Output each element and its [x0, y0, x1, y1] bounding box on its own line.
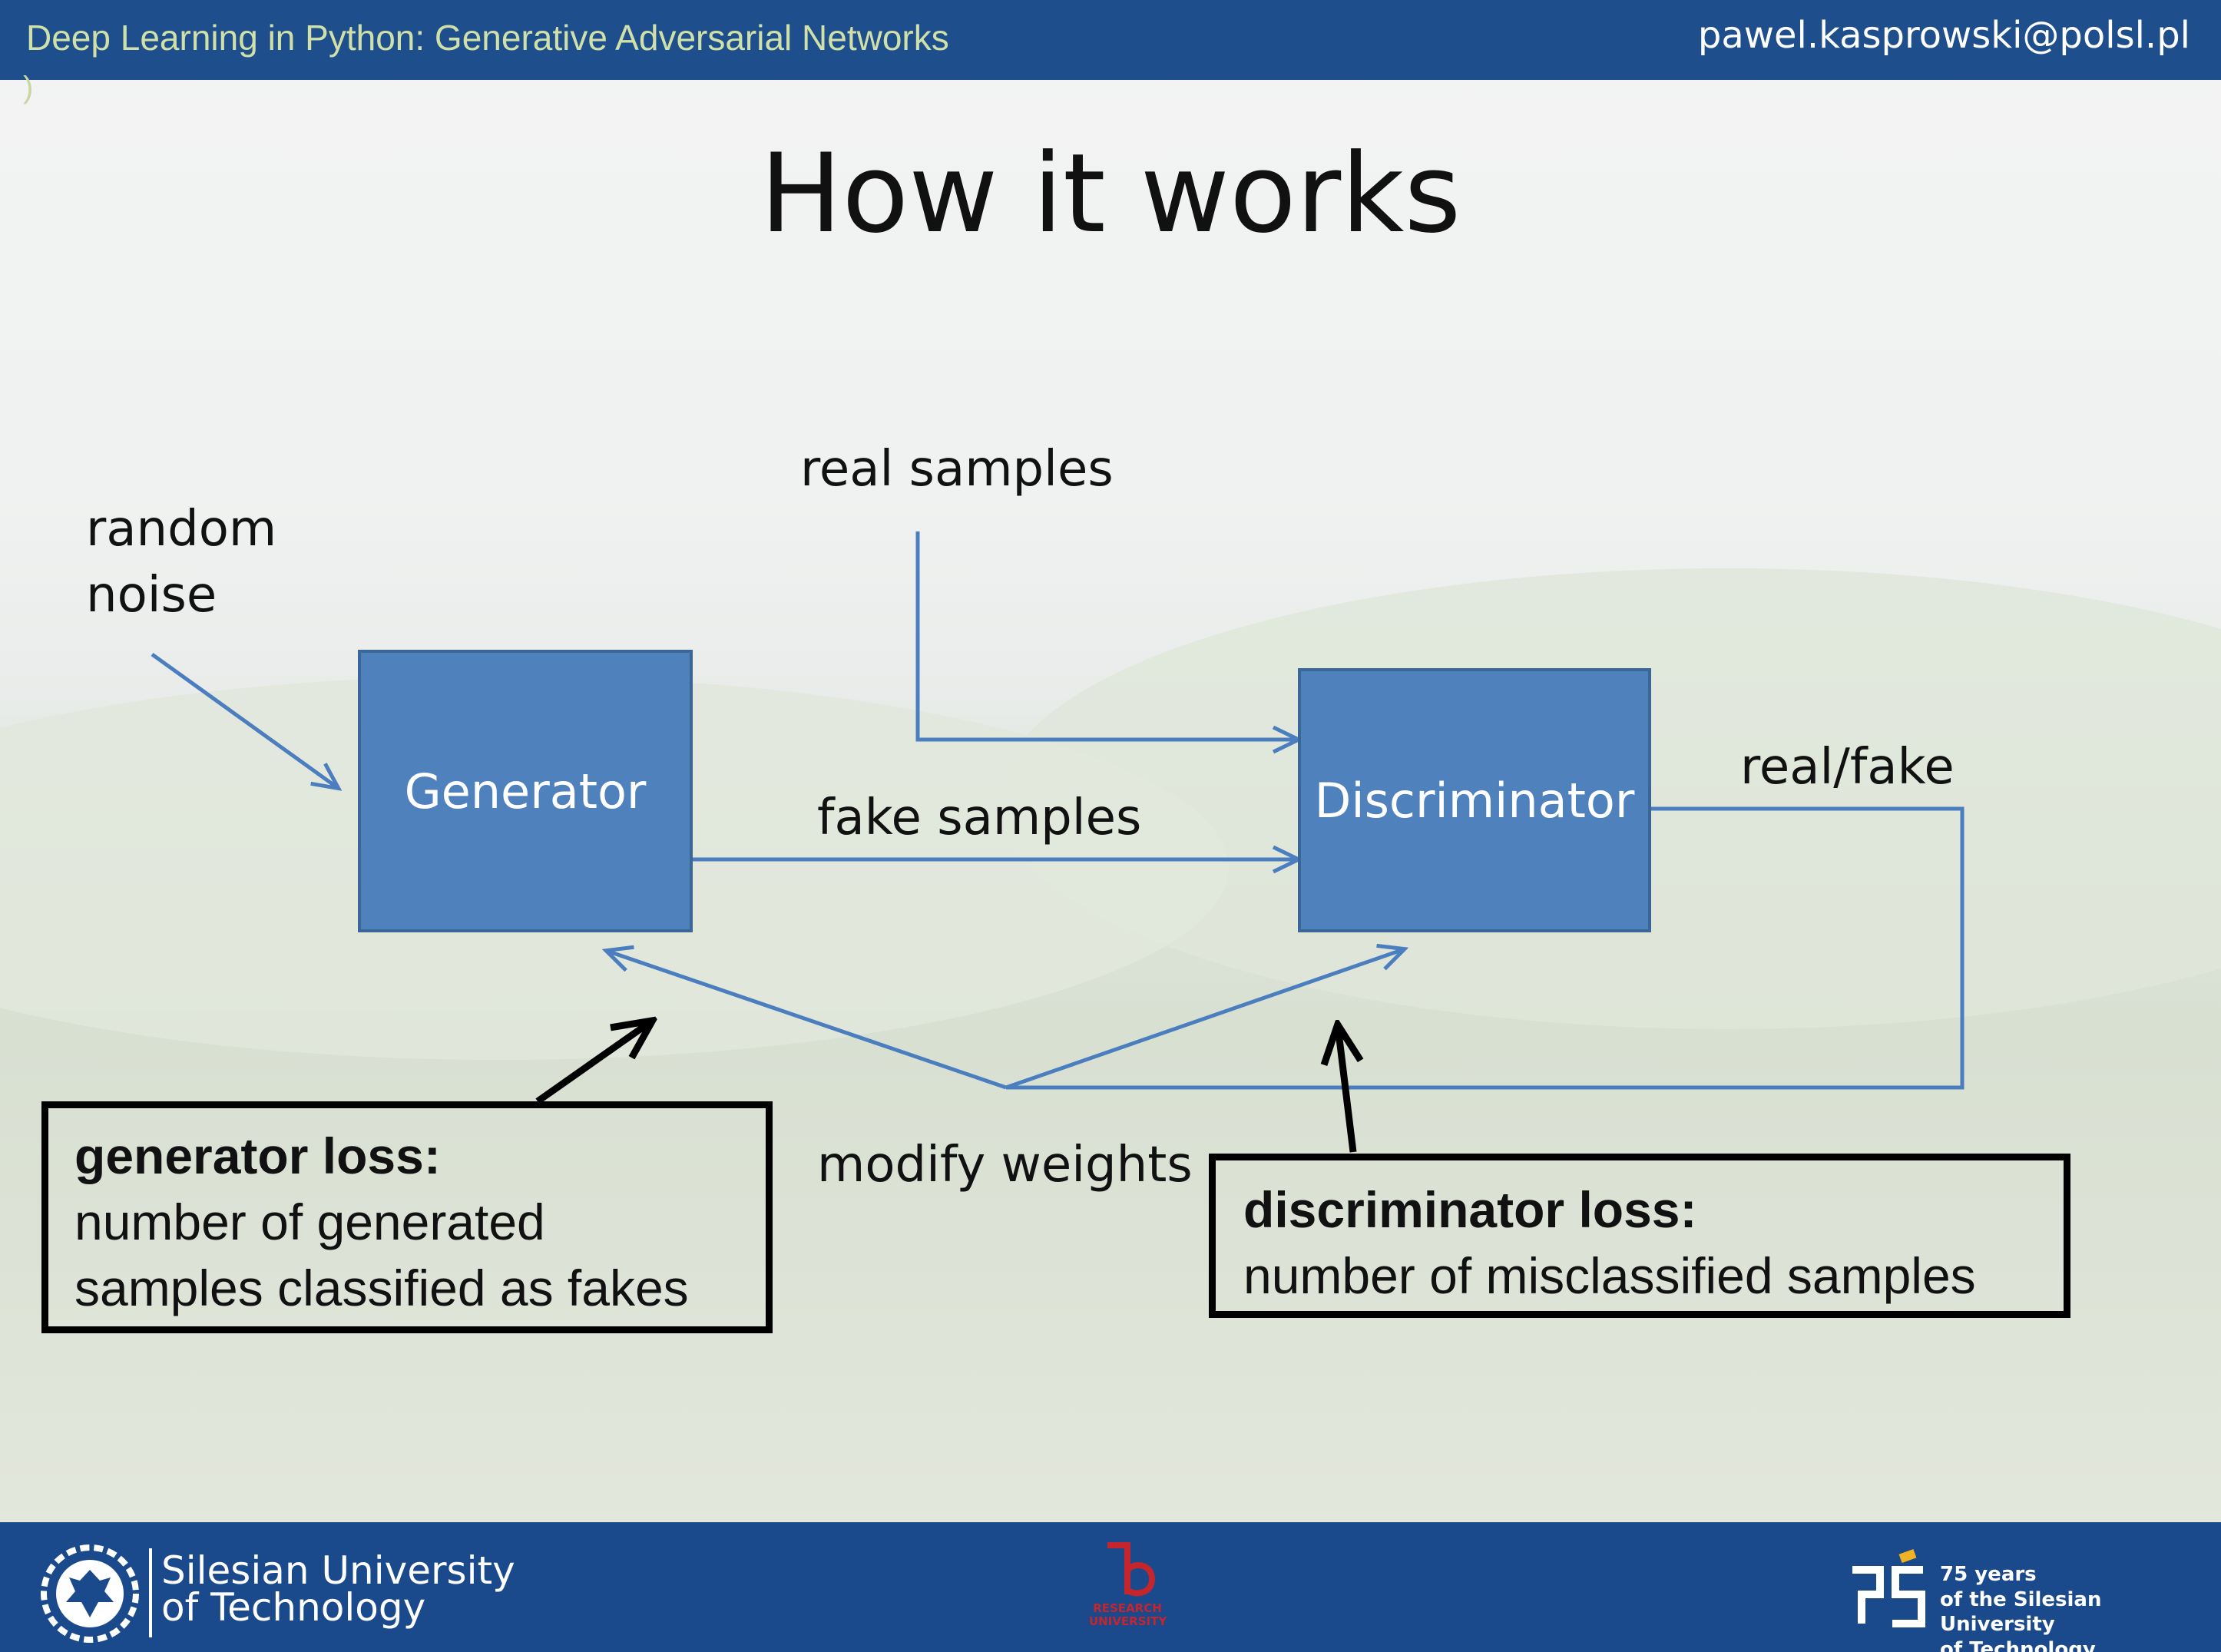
stray-character: ) — [23, 71, 34, 104]
research-line1: RESEARCH — [1093, 1601, 1162, 1615]
discriminator-loss-line1: number of misclassified samples — [1243, 1246, 1976, 1304]
fake-samples-label: fake samples — [817, 790, 1142, 846]
research-university-text: RESEARCH UNIVERSITY — [1089, 1601, 1167, 1629]
noise-to-generator-arrow — [151, 652, 338, 788]
discriminator-node: Discriminator — [1298, 668, 1651, 932]
random-noise-label: random noise — [86, 496, 276, 628]
anniversary-line3: of Technology — [1940, 1637, 2096, 1652]
discriminator-loss-pointer — [1338, 1026, 1353, 1153]
real-fake-output-line — [1006, 806, 1964, 1090]
modify-weights-to-generator-arrow — [607, 951, 1007, 1090]
generator-node: Generator — [358, 650, 693, 932]
footer-divider — [149, 1548, 152, 1637]
generator-loss-box: generator loss: number of generated samp… — [41, 1101, 773, 1333]
random-noise-line2: noise — [86, 567, 217, 624]
discriminator-loss-box: discriminator loss: number of misclassif… — [1209, 1154, 2070, 1318]
author-email: pawel.kasprowski@polsl.pl — [1697, 14, 2190, 57]
research-line2: UNIVERSITY — [1089, 1614, 1167, 1629]
anniversary-line2: of the Silesian University — [1940, 1587, 2102, 1637]
ps-75-logo-icon — [1852, 1548, 1925, 1627]
anniversary-line1: 75 years — [1940, 1563, 2037, 1586]
random-noise-line1: random — [86, 501, 277, 558]
course-title: Deep Learning in Python: Generative Adve… — [26, 18, 949, 58]
real-samples-label: real samples — [800, 441, 1114, 498]
real-samples-arrow — [915, 531, 1298, 740]
modify-weights-to-discriminator-arrow — [1005, 949, 1404, 1090]
real-fake-label: real/fake — [1740, 739, 1955, 796]
generator-loss-pointer — [535, 1021, 651, 1104]
research-university-logo-icon — [1107, 1542, 1156, 1597]
header-bar — [0, 0, 2221, 80]
anniversary-text: 75 years of the Silesian University of T… — [1940, 1562, 2221, 1652]
discriminator-node-label: Discriminator — [1314, 772, 1635, 829]
discriminator-loss-heading: discriminator loss: — [1243, 1181, 1697, 1238]
university-line1: Silesian University — [161, 1548, 515, 1593]
university-line2: of Technology — [161, 1584, 426, 1630]
slide-title: How it works — [760, 131, 1461, 257]
generator-loss-line2: samples classified as fakes — [74, 1259, 689, 1316]
modify-weights-label: modify weights — [817, 1137, 1193, 1193]
generator-loss-heading: generator loss: — [74, 1127, 441, 1184]
university-name: Silesian University of Technology — [161, 1551, 515, 1627]
generator-node-label: Generator — [404, 763, 647, 819]
university-emblem-icon — [41, 1544, 139, 1643]
generator-loss-line1: number of generated — [74, 1193, 545, 1250]
